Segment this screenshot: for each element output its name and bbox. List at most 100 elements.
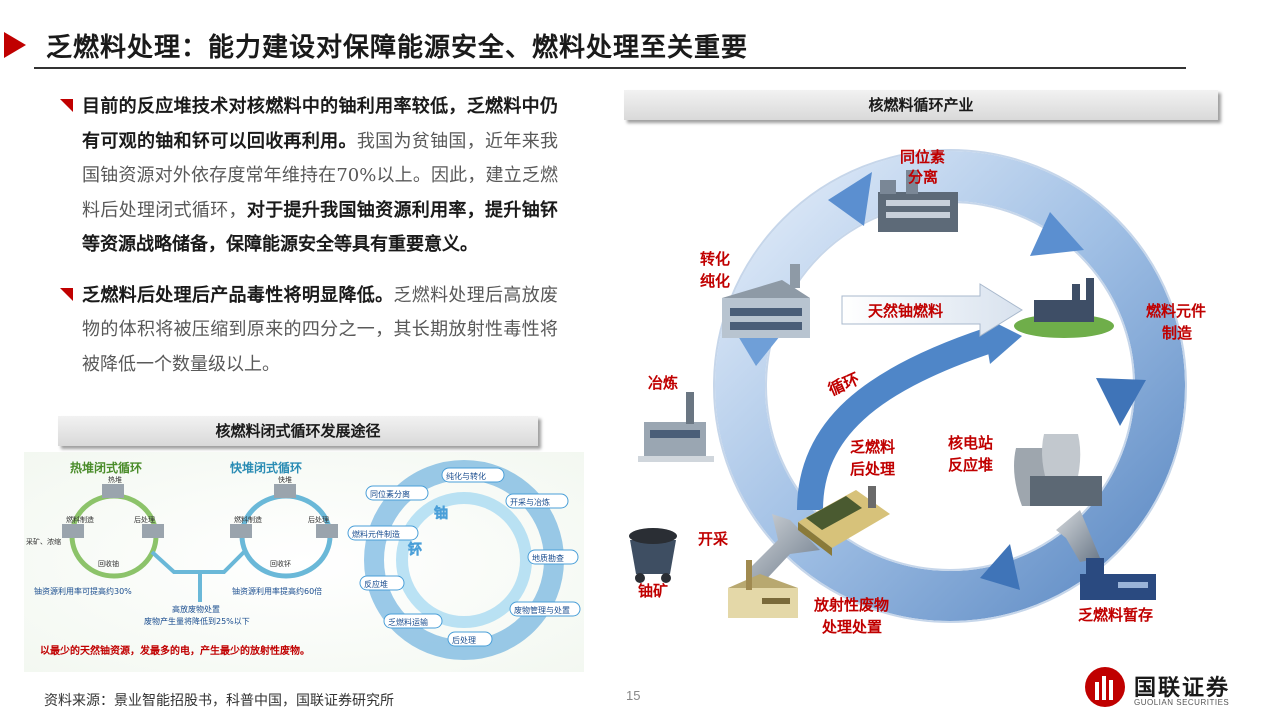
isotope-plant-icon <box>878 170 958 232</box>
reprocess-plant-icon <box>798 486 890 556</box>
wheel-node-group: 同位素分离 纯化与转化 开采与冶炼 燃料元件制造 地质勘查 反应堆 乏燃料运输 … <box>347 467 581 647</box>
natural-uranium-arrow <box>841 283 1023 337</box>
bullet-text-bold: 目前的反应堆技术对核燃料中的铀利用率较低，乏燃料中仍有可观的铀和钚可以回收再利用… <box>82 96 558 152</box>
label-radwaste: 放射性废物 处理处置 <box>813 596 894 636</box>
cycle-arrowhead <box>1096 378 1146 426</box>
title-arrow-icon <box>4 32 26 58</box>
wheel-node <box>447 631 493 647</box>
interim-storage-icon <box>1080 558 1156 600</box>
label-line: 分离 <box>908 168 938 186</box>
fast-node-fuel: 燃料制造 <box>234 515 262 524</box>
bullet-marker-icon <box>60 287 73 301</box>
cycle-summary: 以最少的天然铀资源，发最多的电，产生最少的放射性废物。 <box>40 644 310 657</box>
label-smelting: 冶炼 <box>648 374 678 392</box>
recycle-arrow <box>797 327 995 511</box>
fuel-wheel-inner <box>396 492 532 628</box>
wheel-node <box>527 549 579 565</box>
label-line: 反应堆 <box>948 456 993 474</box>
fuel-cycle-industry-diagram: 循环 天然铀燃料 <box>629 148 1211 636</box>
reactor-icon <box>102 484 124 498</box>
label-line: 处理处置 <box>821 618 882 636</box>
smelter-icon <box>638 392 714 462</box>
bullet-item: 乏燃料后处理后产品毒性将明显降低。乏燃料处理后高放废物的体积将被压缩到原来的四分… <box>58 279 558 383</box>
wheel-node <box>441 467 505 483</box>
reprocess-icon <box>142 524 164 538</box>
cycle-arrowhead <box>1030 212 1084 256</box>
wheel-node-label: 反应堆 <box>364 579 388 589</box>
right-figure-caption: 核燃料循环产业 <box>624 90 1218 120</box>
wheel-node <box>365 485 429 501</box>
label-line: 核电站 <box>948 434 993 452</box>
fast-cycle-title: 快堆闭式循环 <box>230 460 302 475</box>
label-nuclear-plant: 核电站 反应堆 <box>948 434 998 474</box>
wheel-node-label: 纯化与转化 <box>446 471 486 481</box>
wheel-node-label: 燃料元件制造 <box>352 529 400 539</box>
page-title: 乏燃料处理：能力建设对保障能源安全、燃料处理至关重要 <box>46 33 749 63</box>
label-uranium-ore: 铀矿 <box>638 582 668 600</box>
bullet-text: 我国为贫铀国，近年来我国铀资源对外依存度常年维持在70%以上。因此，建立乏燃料后… <box>82 130 559 221</box>
label-spent-reprocess: 乏燃料 后处理 <box>850 438 900 478</box>
wheel-node-label: 开采与冶炼 <box>510 497 550 507</box>
waste-line-1: 高放废物处置 <box>172 604 220 614</box>
wheel-center-pu: 钚 <box>408 541 422 558</box>
left-figure-caption: 核燃料闭式循环发展途径 <box>58 416 538 446</box>
thermal-node-mining: 采矿、浓缩 <box>26 537 61 546</box>
label-isotope-separation: 同位素 分离 <box>900 148 950 186</box>
bullet-item: 目前的反应堆技术对核燃料中的铀利用率较低，乏燃料中仍有可观的铀和钚可以回收再利用… <box>58 90 558 263</box>
cycle-arrowhead <box>828 172 872 226</box>
label-element-manufacture: 燃料元件 制造 <box>1146 302 1211 342</box>
element-plant-icon <box>1014 278 1114 338</box>
label-conversion: 转化 纯化 <box>700 250 735 290</box>
wheel-center-u: 铀 <box>434 505 448 522</box>
bullet-marker-icon <box>60 99 73 112</box>
conversion-plant-icon <box>722 264 810 338</box>
wheel-node <box>383 613 443 629</box>
thermal-rate: 铀资源利用率可提高约30% <box>34 586 132 596</box>
wheel-node <box>505 493 569 509</box>
bullet-text-bold: 乏燃料后处理后产品毒性将明显降低。 <box>82 284 394 306</box>
nuclear-plant-icon <box>1014 434 1102 506</box>
storage-out-arrow <box>1056 510 1100 562</box>
fast-reprocess-icon <box>316 524 338 538</box>
logo-name: 国联证券 <box>1134 676 1231 701</box>
fast-rate: 铀资源利用率提高约60倍 <box>232 586 322 596</box>
wheel-node-label: 后处理 <box>452 635 476 645</box>
thermal-cycle-title: 热堆闭式循环 <box>70 460 142 475</box>
logo-subtitle: GUOLIAN SECURITIES <box>1134 698 1230 707</box>
fast-node-reprocess: 后处理 <box>308 515 329 524</box>
label-natural-uranium: 天然铀燃料 <box>868 302 943 320</box>
waste-line-2: 废物产生量将降低到25%以下 <box>144 616 250 626</box>
wheel-node <box>509 601 581 617</box>
source-note: 资料来源：景业智能招股书，科普中国，国联证券研究所 <box>44 693 394 709</box>
thermal-node-reactor: 热堆 <box>108 475 122 484</box>
logo-mark-icon <box>1085 667 1125 707</box>
wheel-node-label: 同位素分离 <box>370 489 410 499</box>
cycle-ring <box>715 151 1185 621</box>
cycle-arrowhead <box>980 544 1020 590</box>
bullet-text: 乏燃料处理后高放废物的体积将被压缩到原来的四分之一，其长期放射性毒性将被降低一个… <box>82 284 559 375</box>
cycle-ring-outline <box>713 149 1187 623</box>
fast-fuel-icon <box>230 524 252 538</box>
title-divider <box>34 67 1186 69</box>
fast-reactor-icon <box>274 484 296 498</box>
bullet-text-bold: 对于提升我国铀资源利用率，提升铀钚等资源战略储备，保障能源安全等具有重要意义。 <box>82 199 559 256</box>
fast-node-recovered-pu: 回收钚 <box>270 559 291 568</box>
label-line: 后处理 <box>850 460 895 478</box>
page-number: 15 <box>626 688 641 703</box>
closed-cycle-diagram: 热堆闭式循环 热堆 燃料制造 后处理 回收铀 采矿、浓缩 铀资源利用率可提高约3… <box>24 452 584 672</box>
wheel-node <box>359 575 405 591</box>
wheel-node-label: 乏燃料运输 <box>388 617 428 627</box>
bullet-list: 目前的反应堆技术对核燃料中的铀利用率较低，乏燃料中仍有可观的铀和钚可以回收再利用… <box>58 90 558 382</box>
wheel-node-label: 地质勘查 <box>532 553 564 563</box>
title-bar: 乏燃料处理：能力建设对保障能源安全、燃料处理至关重要 <box>0 0 1280 80</box>
label-line: 放射性废物 <box>813 596 889 614</box>
label-line: 乏燃料 <box>850 438 895 456</box>
fuel-plant-icon <box>62 524 84 538</box>
label-line: 纯化 <box>700 272 730 290</box>
company-logo: 国联证券 GUOLIAN SECURITIES <box>1082 664 1262 714</box>
waste-facility-icon <box>728 560 798 618</box>
thermal-node-reprocess: 后处理 <box>134 515 155 524</box>
label-interim-storage: 乏燃料暂存 <box>1078 606 1153 624</box>
thermal-node-fuel: 燃料制造 <box>66 515 94 524</box>
label-line: 燃料元件 <box>1146 302 1206 320</box>
